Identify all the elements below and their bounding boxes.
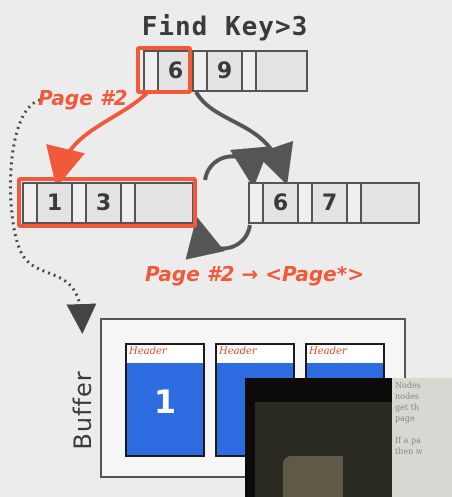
empty-key-cell — [136, 184, 192, 222]
pointer-slot — [122, 184, 136, 222]
video-slide-text: Nodes nodes get th page If a pa then w — [395, 381, 423, 456]
sibling-arrow-back — [185, 216, 252, 260]
buffer-page: Header 1 — [125, 343, 205, 457]
pointer-arrow-left — [46, 90, 150, 188]
video-slide-area — [392, 378, 452, 497]
root-node: 6 9 — [143, 50, 308, 92]
key-cell: 1 — [38, 184, 73, 222]
pointer-slot — [24, 184, 38, 222]
key-cell: 9 — [208, 52, 243, 90]
buffer-pool-label: Buffer Pool — [69, 370, 127, 450]
buffer-pool-dotted-arrow — [9, 98, 97, 334]
right-leaf-node: 6 7 — [248, 182, 420, 224]
left-leaf-node: 1 3 — [22, 182, 194, 224]
highlight-box-left-node — [17, 177, 197, 228]
key-cell: 3 — [87, 184, 122, 222]
pointer-slot — [145, 52, 159, 90]
pointer-arrow-right — [194, 90, 294, 186]
pointer-slot — [73, 184, 87, 222]
diagram-title: Find Key>3 — [141, 12, 309, 42]
page-ref-label: Page #2 — [38, 86, 128, 110]
page-header-label: Header — [219, 346, 257, 357]
pointer-slot — [243, 52, 257, 90]
page-body — [127, 363, 203, 455]
page-value: 1 — [153, 383, 177, 421]
highlight-box-key-6 — [136, 46, 192, 94]
swizzle-label: Page #2 → <Page*> — [145, 262, 364, 286]
page-header-label: Header — [309, 346, 347, 357]
page-header-label: Header — [129, 346, 167, 357]
empty-key-cell — [257, 52, 306, 90]
video-overlay: Nodes nodes get th page If a pa then w — [245, 378, 452, 497]
empty-key-cell — [362, 184, 418, 222]
pointer-slot — [250, 184, 264, 222]
pointer-slot — [299, 184, 313, 222]
video-light-shape — [283, 456, 343, 497]
key-cell: 6 — [264, 184, 299, 222]
sibling-arrow-forward — [203, 146, 270, 188]
pointer-slot — [348, 184, 362, 222]
key-cell: 7 — [313, 184, 348, 222]
pointer-slot — [194, 52, 208, 90]
